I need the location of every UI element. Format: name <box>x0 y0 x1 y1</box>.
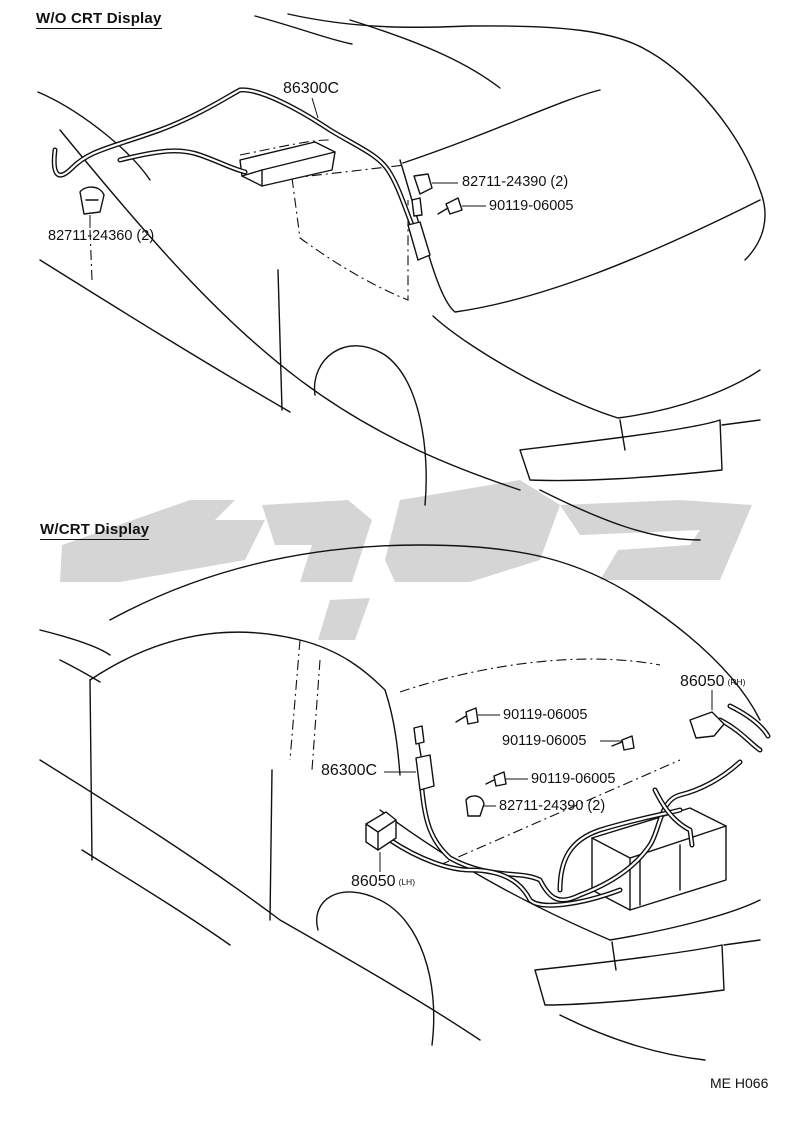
label-antenna-cord-bottom: 86300C <box>321 762 378 779</box>
drawing-code: ME H066 <box>710 1075 769 1091</box>
label-amplifier-rh: 86050(RH) <box>680 673 746 690</box>
label-clamp-left-top: 82711-24360 (2) <box>48 228 155 244</box>
label-bolt-3-bottom: 90119-06005 <box>531 771 616 787</box>
label-amplifier-lh: 86050(LH) <box>351 873 416 890</box>
label-bolt-top: 90119-06005 <box>489 198 574 214</box>
label-bolt-1-bottom: 90119-06005 <box>503 707 588 723</box>
label-antenna-cord-top: 86300C <box>283 80 340 97</box>
label-bolt-2-bottom: 90119-06005 <box>502 733 587 749</box>
section-title-with-crt: W/CRT Display <box>40 521 150 540</box>
label-clamp-bottom: 82711-24390 (2) <box>499 798 606 814</box>
section-title-without-crt: W/O CRT Display <box>36 10 162 29</box>
label-clamp-right-top: 82711-24390 (2) <box>462 174 569 190</box>
